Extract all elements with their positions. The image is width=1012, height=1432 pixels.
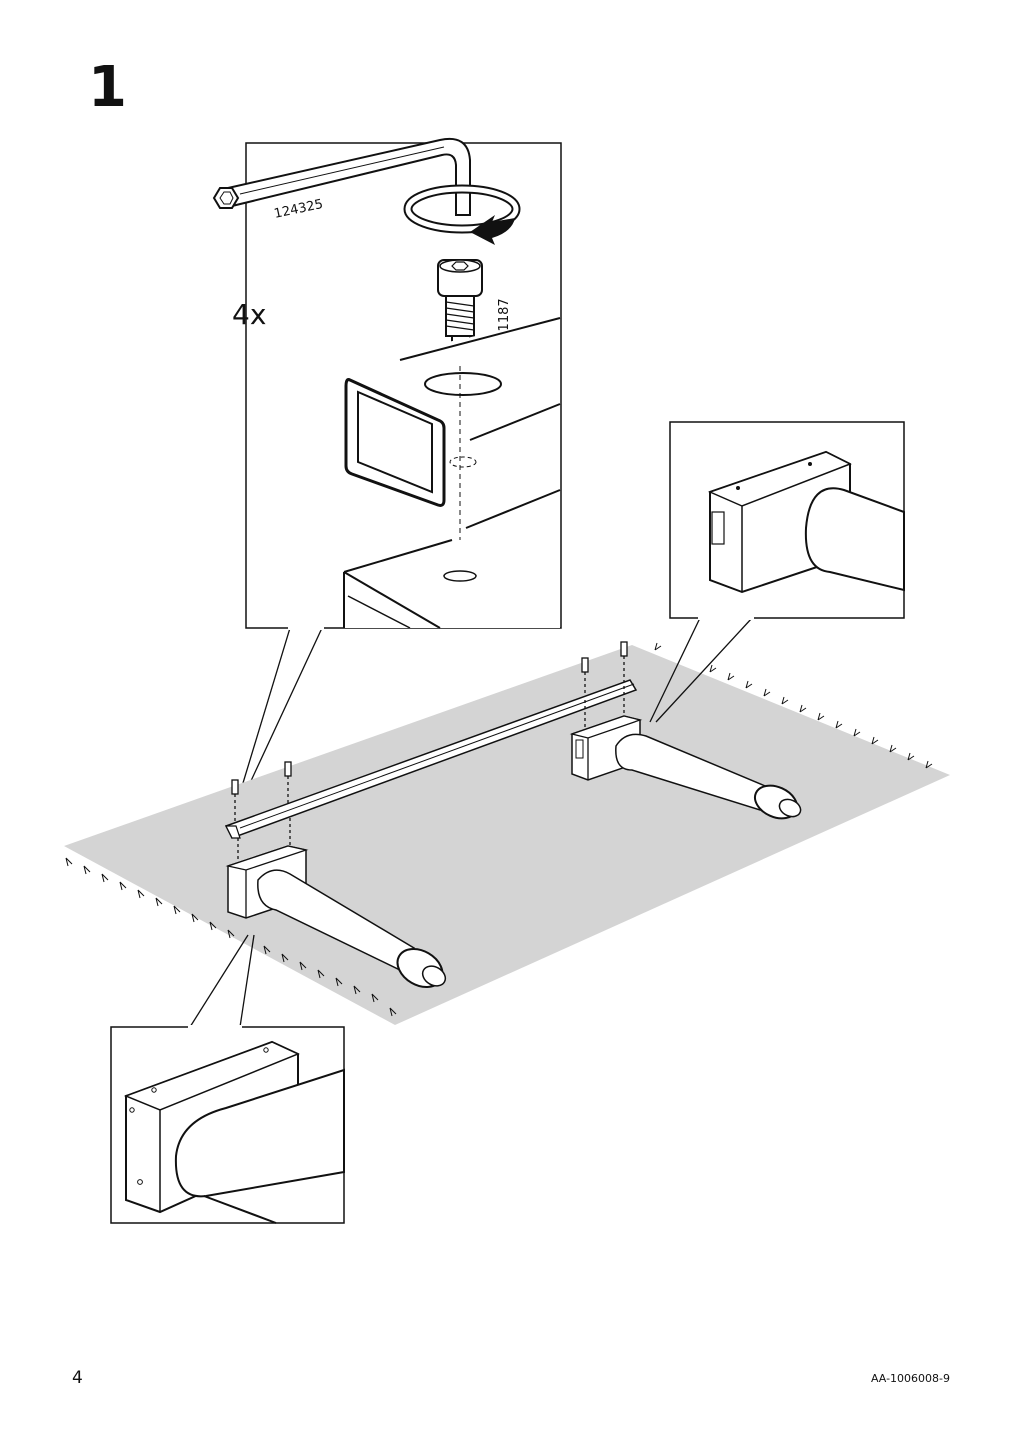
rotate-clockwise-icon [403,184,521,245]
quantity-label: 4x [232,298,266,331]
leg-front [225,845,447,988]
floor-mat [64,642,950,1025]
step-number: 1 [88,55,127,120]
leg-bracket-detail [343,539,560,629]
detail-callout-top: 124325 [212,138,562,784]
leg-rear [569,715,802,820]
detail-callout-bottom [110,934,345,1224]
allen-key-icon [212,138,471,216]
document-id: AA-1006008-9 [870,1372,950,1385]
frame-rail-detail [344,317,561,568]
page-number: 4 [72,1368,83,1388]
frame-crossbar [224,679,638,839]
screws-main [231,641,628,864]
detail-callout-right [649,421,905,723]
